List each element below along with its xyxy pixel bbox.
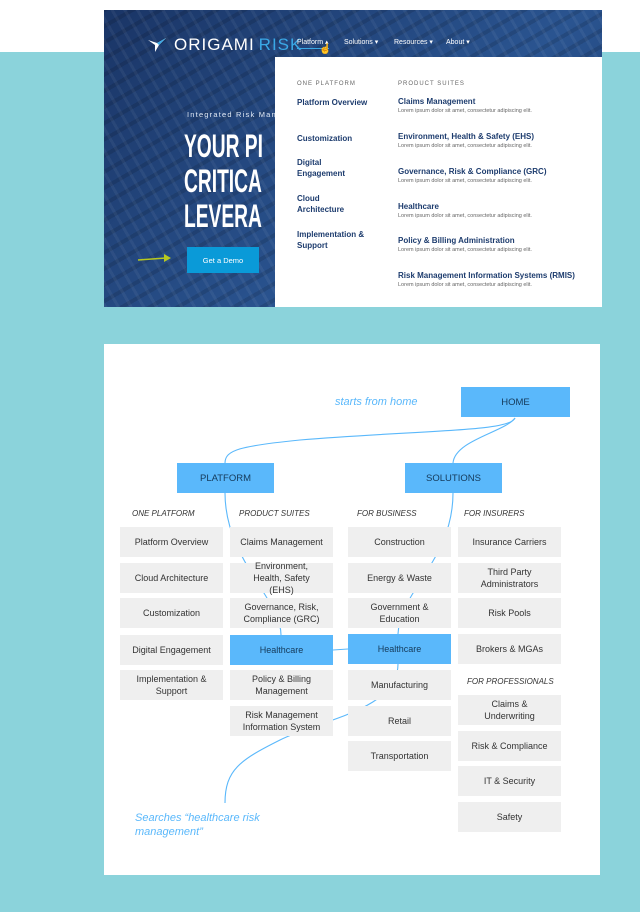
flow-node: Cloud Architecture <box>120 563 223 593</box>
flow-node: Government & Education <box>348 598 451 628</box>
suite-desc: Lorem ipsum dolor sit amet, consectetur … <box>398 108 532 114</box>
hand-cursor-icon: ☝ <box>319 44 332 55</box>
flow-node: Brokers & MGAs <box>458 634 561 664</box>
flow-node: Insurance Carriers <box>458 527 561 557</box>
suite-title: Policy & Billing Administration <box>398 236 515 245</box>
flow-node: Healthcare <box>230 635 333 665</box>
nav-solutions[interactable]: Solutions ▾ <box>344 39 379 46</box>
heading-product-suites: PRODUCT SUITES <box>239 509 310 518</box>
suite-title: Risk Management Information Systems (RMI… <box>398 271 575 280</box>
suite-desc: Lorem ipsum dolor sit amet, consectetur … <box>398 247 532 253</box>
flow-node: Construction <box>348 527 451 557</box>
logo-word-origami: ORIGAMI <box>174 35 255 54</box>
heading-for-business: FOR BUSINESS <box>357 509 417 518</box>
flow-node: Governance, Risk, Compliance (GRC) <box>230 598 333 628</box>
logo-word-risk: RISK <box>258 35 303 54</box>
note-starts-from-home: starts from home <box>335 396 418 408</box>
menu-item-customization[interactable]: Customization <box>297 134 353 143</box>
menu-item-cloud-architecture[interactable]: Cloud Architecture <box>297 194 345 214</box>
flow-node: Safety <box>458 802 561 832</box>
flow-node: Policy & Billing Management <box>230 670 333 700</box>
menu-item-suite[interactable]: Governance, Risk & Compliance (GRC) Lorem… <box>398 167 546 184</box>
origami-bird-icon <box>148 38 166 52</box>
menu-item-digital-engagement[interactable]: Digital Engagement <box>297 158 346 178</box>
flow-node: Risk Pools <box>458 598 561 628</box>
heading-for-insurers: FOR INSURERS <box>464 509 525 518</box>
suite-title: Governance, Risk & Compliance (GRC) <box>398 167 547 176</box>
menu-item-platform-overview[interactable]: Platform Overview <box>297 98 368 107</box>
flow-node: Energy & Waste <box>348 563 451 593</box>
flow-node: Environment, Health, Safety (EHS) <box>230 561 333 595</box>
nav-label: Platform <box>297 39 324 46</box>
node-home: HOME <box>461 387 570 417</box>
one-platform-heading: ONE PLATFORM <box>297 81 356 87</box>
suite-desc: Lorem ipsum dolor sit amet, consectetur … <box>398 178 532 184</box>
heading-one-platform: ONE PLATFORM <box>132 509 195 518</box>
nav-platform[interactable]: Platform ▴ <box>297 38 329 49</box>
suite-title: Claims Management <box>398 97 476 106</box>
flow-node: IT & Security <box>458 766 561 796</box>
suite-title: Healthcare <box>398 202 439 211</box>
hero-subtitle: Integrated Risk Man <box>187 110 277 119</box>
nav-label: Solutions <box>344 39 373 46</box>
nav-resources[interactable]: Resources ▾ <box>394 39 433 46</box>
nav-label: Resources <box>394 39 428 46</box>
flow-node: Platform Overview <box>120 527 223 557</box>
heading-for-professionals: FOR PROFESSIONALS <box>467 677 554 686</box>
node-platform: PLATFORM <box>177 463 274 493</box>
annotation-arrow-icon <box>137 254 171 262</box>
flow-node: Healthcare <box>348 634 451 664</box>
flow-node: Digital Engagement <box>120 635 223 665</box>
flow-node: Claims & Underwriting <box>458 695 561 725</box>
hero-line: LEVERA <box>184 198 262 234</box>
get-demo-button[interactable]: Get a Demo <box>187 247 259 273</box>
menu-item-implementation-support[interactable]: Implementation & Support <box>297 230 365 250</box>
flow-node: Claims Management <box>230 527 333 557</box>
product-suites-heading: PRODUCT SUITES <box>398 81 465 87</box>
menu-item-suite[interactable]: Environment, Health & Safety (EHS) Lorem … <box>398 132 534 149</box>
flow-node: Risk Management Information System <box>230 706 333 736</box>
hero-line: YOUR PI <box>184 128 263 164</box>
flow-node: Customization <box>120 598 223 628</box>
flow-node: Manufacturing <box>348 670 451 700</box>
flow-node: Retail <box>348 706 451 736</box>
flow-node: Risk & Compliance <box>458 731 561 761</box>
flow-node: Third Party Administrators <box>458 563 561 593</box>
menu-item-suite[interactable]: Risk Management Information Systems (RMI… <box>398 271 575 288</box>
flow-node: Implementation & Support <box>120 670 223 700</box>
flow-node: Transportation <box>348 741 451 771</box>
suite-desc: Lorem ipsum dolor sit amet, consectetur … <box>398 143 532 149</box>
note-search: Searches “healthcare risk management” <box>135 812 260 838</box>
suite-title: Environment, Health & Safety (EHS) <box>398 132 535 141</box>
platform-dropdown-menu: ONE PLATFORM Platform Overview Customiza… <box>275 57 602 307</box>
nav-about[interactable]: About ▾ <box>446 39 470 46</box>
suite-desc: Lorem ipsum dolor sit amet, consectetur … <box>398 282 532 288</box>
node-solutions: SOLUTIONS <box>405 463 502 493</box>
hero-line: CRITICA <box>184 163 262 199</box>
suite-desc: Lorem ipsum dolor sit amet, consectetur … <box>398 213 532 219</box>
nav-label: About <box>446 39 465 46</box>
